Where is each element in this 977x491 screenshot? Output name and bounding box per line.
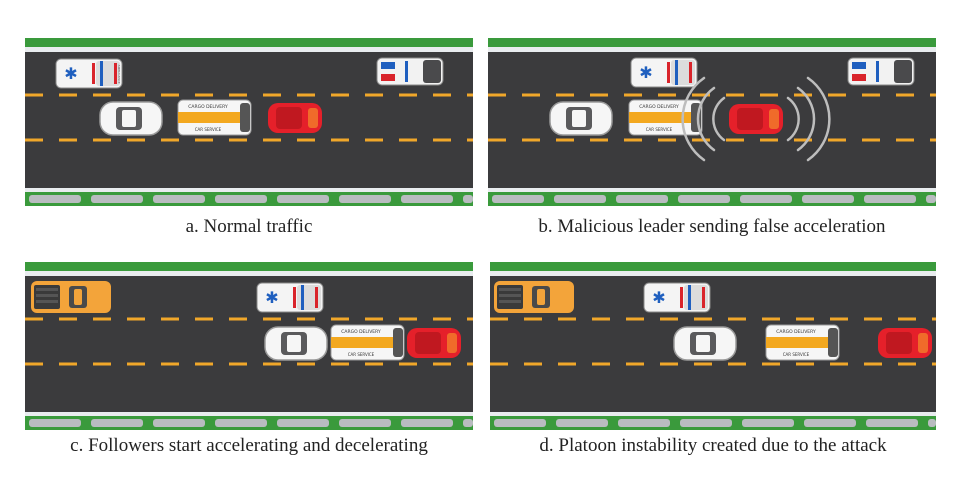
malicious-leader-car [729, 104, 783, 134]
caption-a: a. Normal traffic [185, 216, 313, 237]
road-scene: ✱ CARGO DELIVERY CAR SERVICE [488, 38, 936, 206]
bottom-shoulder [25, 188, 473, 192]
svg-text:✱: ✱ [639, 63, 652, 82]
road-scene: ✱ CARGO DELIVERY CAR SERVICE [25, 262, 473, 430]
svg-text:CAR SERVICE: CAR SERVICE [783, 352, 810, 357]
ambulance-far [376, 57, 444, 86]
cargo-van: CARGO DELIVERY CAR SERVICE [330, 324, 405, 361]
top-grass [25, 38, 473, 47]
panel-a: ✱ AMBULANCE CARGO DELIVERY CAR SERVICE [25, 38, 473, 237]
van-text-lower: CAR SERVICE [195, 127, 222, 132]
svg-text:CARGO DELIVERY: CARGO DELIVERY [639, 104, 679, 110]
caption-b: b. Malicious leader sending false accele… [538, 216, 886, 237]
leader-car [407, 328, 461, 358]
curb-blocks [29, 195, 473, 203]
white-car [673, 326, 737, 361]
panel-b: ✱ CARGO DELIVERY CAR SERVICE [488, 38, 936, 237]
ambulance: ✱ [256, 282, 324, 313]
van-text-upper: CARGO DELIVERY [188, 104, 228, 110]
svg-text:✱: ✱ [652, 288, 665, 307]
ambulance-text: AMBULANCE [117, 64, 121, 83]
caption-d: d. Platoon instability created due to th… [539, 435, 887, 456]
svg-text:✱: ✱ [64, 64, 77, 83]
ambulance: ✱ [643, 282, 711, 313]
ambulance-far [847, 57, 915, 86]
svg-text:CAR SERVICE: CAR SERVICE [348, 352, 375, 357]
white-car [264, 326, 328, 361]
svg-text:CARGO DELIVERY: CARGO DELIVERY [341, 329, 381, 335]
leader-car [268, 103, 322, 133]
pickup-truck [494, 281, 574, 313]
svg-text:✱: ✱ [265, 288, 278, 307]
ambulance: ✱ [630, 57, 698, 88]
cargo-van: CARGO DELIVERY CAR SERVICE [765, 324, 840, 361]
svg-text:CARGO DELIVERY: CARGO DELIVERY [776, 329, 816, 335]
cargo-van: CARGO DELIVERY CAR SERVICE [177, 99, 252, 136]
caption-c: c. Followers start accelerating and dece… [70, 435, 428, 456]
panel-c: ✱ CARGO DELIVERY CAR SERVICE c. Follower… [25, 262, 473, 456]
ambulance: ✱ AMBULANCE [55, 58, 123, 89]
white-car [99, 101, 163, 136]
svg-text:CAR SERVICE: CAR SERVICE [646, 127, 673, 132]
white-car [549, 101, 613, 136]
leader-car [878, 328, 932, 358]
signal-waves-icon [681, 76, 831, 162]
road-scene: ✱ AMBULANCE CARGO DELIVERY CAR SERVICE [25, 38, 473, 206]
pickup-truck [31, 281, 111, 313]
panel-d: ✱ CARGO DELIVERY CAR SERVICE d. Platoon … [490, 262, 936, 456]
top-shoulder [25, 47, 473, 52]
cargo-van: CARGO DELIVERY CAR SERVICE [628, 99, 703, 136]
road-scene: ✱ CARGO DELIVERY CAR SERVICE [490, 262, 936, 430]
